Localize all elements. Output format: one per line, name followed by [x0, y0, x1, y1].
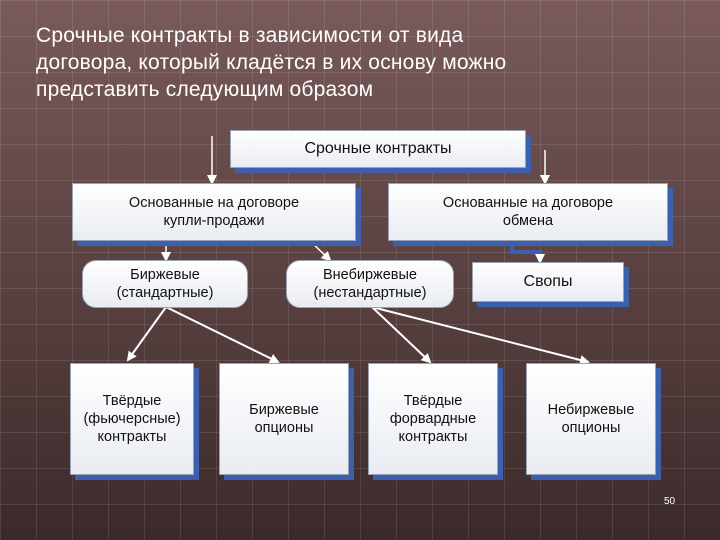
exchange-traded-box: Биржевые (стандартные) [82, 260, 248, 308]
arrow-exchange-traded-to-exchange-options [165, 306, 280, 363]
purchase-sale-box: Основанные на договоре купли-продажи [72, 183, 356, 241]
futures-line-1: Твёрдые [102, 393, 162, 409]
forwards-line-1: Твёрдые [403, 393, 463, 409]
root-box: Срочные контракты [230, 130, 526, 168]
otc-line-2: (нестандартные) [313, 285, 427, 301]
futures-line-3: контракты [97, 429, 167, 445]
purchase-sale-line-2: купли-продажи [163, 213, 265, 229]
swaps-label: Свопы [523, 273, 573, 290]
forwards-line-3: контракты [398, 429, 468, 445]
otc-options-box: Небиржевые опционы [526, 363, 656, 475]
exchange-line-1: Основанные на договоре [442, 195, 614, 211]
swaps-box: Свопы [472, 262, 624, 302]
exchange-options-line-1: Биржевые [249, 402, 319, 418]
exchange-box: Основанные на договоре обмена [388, 183, 668, 241]
futures-line-2: (фьючерсные) [83, 411, 181, 427]
otc-line-1: Внебиржевые [322, 267, 417, 283]
exchange-line-2: обмена [502, 213, 554, 229]
otc-options-line-2: опционы [561, 420, 621, 436]
arrow-purchase-sale-to-otc [309, 240, 332, 262]
exchange-traded-line-1: Биржевые [130, 267, 200, 283]
exchange-traded-line-2: (стандартные) [116, 285, 214, 301]
slide-title: Срочные контракты в зависимости от вида … [36, 22, 676, 103]
otc-options-line-1: Небиржевые [547, 402, 635, 418]
arrow-exchange-to-swaps [510, 241, 545, 264]
title-line-3: представить следующим образом [36, 78, 374, 101]
arrow-exchange-traded-to-futures [126, 306, 167, 362]
arrow-otc-to-otc-options [371, 306, 590, 365]
page-number: 50 [664, 496, 676, 507]
futures-box: Твёрдые (фьючерсные) контракты [70, 363, 194, 475]
forwards-box: Твёрдые форвардные контракты [368, 363, 498, 475]
exchange-options-box: Биржевые опционы [219, 363, 349, 475]
title-line-1: Срочные контракты в зависимости от вида [36, 24, 464, 47]
arrow-otc-to-forwards [371, 306, 432, 364]
exchange-options-line-2: опционы [254, 420, 314, 436]
otc-box: Внебиржевые (нестандартные) [286, 260, 454, 308]
purchase-sale-line-1: Основанные на договоре [128, 195, 300, 211]
root-label: Срочные контракты [304, 140, 452, 157]
title-line-2: договора, который кладётся в их основу м… [36, 51, 507, 74]
forwards-line-2: форвардные [389, 411, 477, 427]
